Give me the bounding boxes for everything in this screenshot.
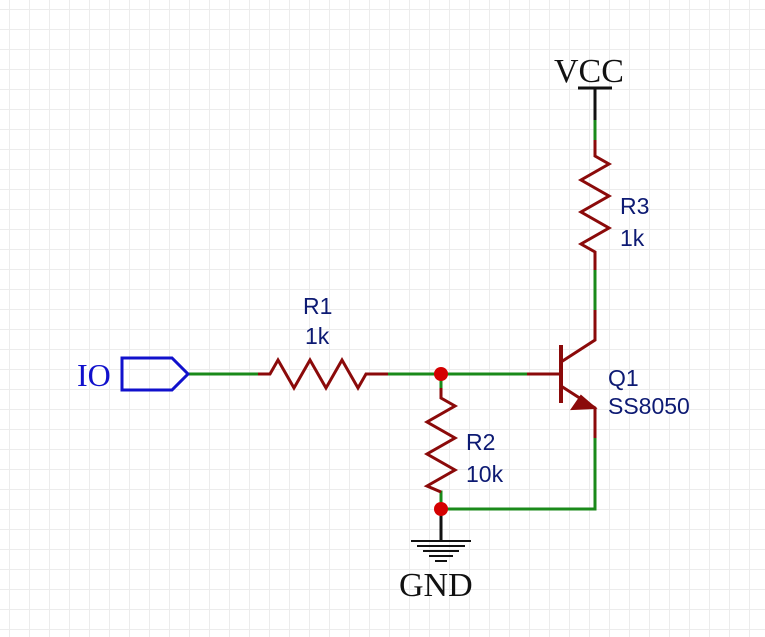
transistor-q1: Q1 SS8050	[527, 310, 690, 438]
r1-ref-label: R1	[303, 293, 332, 319]
gnd-symbol: GND	[399, 509, 473, 604]
wires	[186, 118, 597, 511]
gnd-label: GND	[399, 567, 473, 604]
resistor-r2: R2 10k	[423, 388, 504, 494]
vcc-symbol: VCC	[554, 53, 624, 120]
resistor-r3: R3 1k	[577, 140, 649, 270]
r2-value-label: 10k	[466, 461, 504, 487]
r1-value-label: 1k	[305, 323, 330, 349]
q1-collector	[560, 310, 597, 364]
resistor-r3-body	[577, 140, 613, 270]
junction-gnd-node	[434, 502, 448, 516]
q1-value-label: SS8050	[608, 393, 690, 419]
r3-value-label: 1k	[620, 225, 645, 251]
r2-ref-label: R2	[466, 429, 495, 455]
q1-ref-label: Q1	[608, 365, 639, 391]
io-port-symbol	[120, 356, 191, 392]
io-label: IO	[77, 357, 111, 393]
q1-emitter	[560, 384, 597, 438]
junctions	[434, 367, 448, 516]
q1-emitter-arrow	[570, 394, 598, 411]
wire-emitter-gnd	[439, 436, 597, 511]
r3-ref-label: R3	[620, 193, 649, 219]
resistor-r2-body	[423, 388, 459, 494]
junction-base-node	[434, 367, 448, 381]
resistor-r1: R1 1k	[258, 293, 388, 392]
vcc-label: VCC	[554, 53, 624, 90]
resistor-r1-body	[258, 356, 388, 392]
io-port: IO	[77, 356, 191, 393]
